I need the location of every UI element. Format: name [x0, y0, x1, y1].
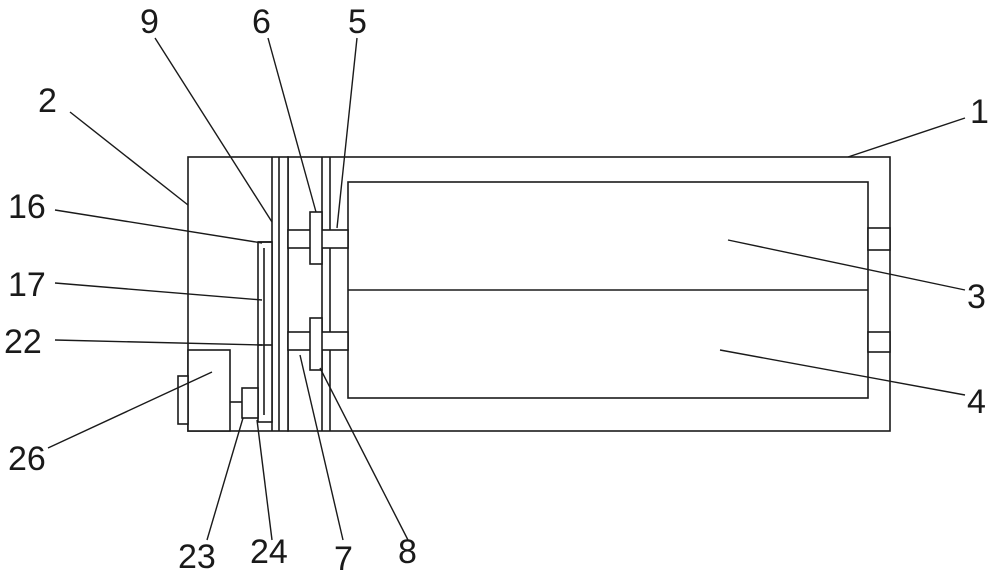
lower-coupling [309, 317, 323, 371]
right-tab-lower [867, 331, 891, 353]
ref-label-24: 24 [250, 533, 288, 571]
leader-24 [256, 419, 273, 541]
leader-7 [299, 354, 344, 541]
leader-5 [336, 37, 358, 229]
ref-label-23: 23 [178, 538, 216, 576]
leader-6 [267, 37, 317, 213]
leader-23 [206, 417, 244, 541]
leader-22 [54, 339, 263, 346]
leader-3 [727, 239, 966, 291]
ref-label-8: 8 [398, 533, 417, 571]
ref-label-16: 16 [8, 188, 46, 226]
ref-label-17: 17 [8, 266, 46, 304]
leader-17 [54, 282, 263, 301]
ref-label-5: 5 [348, 3, 367, 41]
leader-16 [54, 209, 263, 244]
ref-label-3: 3 [967, 278, 986, 316]
side-knob [177, 375, 189, 425]
leader-4 [719, 349, 966, 396]
leader-26 [47, 371, 213, 449]
leader-8 [319, 367, 409, 541]
slide-rail [257, 241, 273, 423]
ref-label-9: 9 [140, 3, 159, 41]
leader-9 [154, 37, 273, 223]
ref-label-2: 2 [38, 82, 57, 120]
upper-coupling [309, 211, 323, 265]
ref-label-22: 22 [4, 323, 42, 361]
ref-label-7: 7 [334, 540, 353, 578]
ref-label-26: 26 [8, 440, 46, 478]
drive-box [187, 349, 231, 432]
ref-label-6: 6 [252, 3, 271, 41]
right-tab-upper [867, 227, 891, 251]
ref-label-1: 1 [970, 93, 989, 131]
leader-1 [847, 117, 966, 158]
leader-2 [69, 111, 189, 206]
ref-label-4: 4 [967, 383, 986, 421]
gear-block [241, 387, 259, 419]
